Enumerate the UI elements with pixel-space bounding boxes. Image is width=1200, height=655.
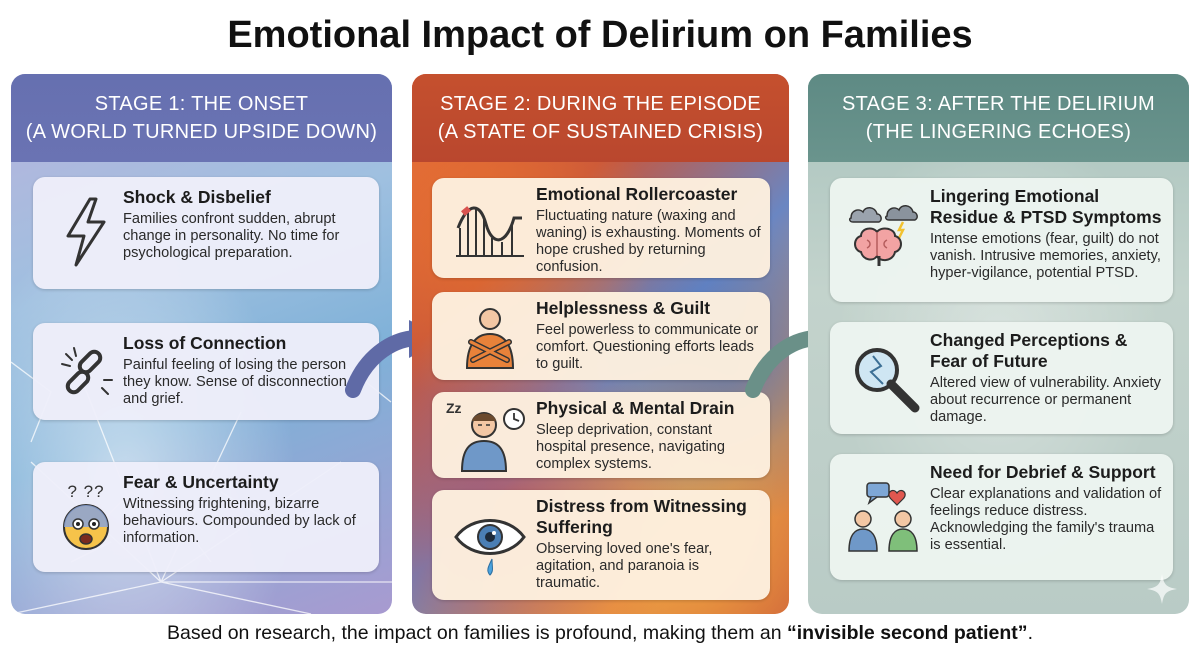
cracked-magnifier-icon	[840, 330, 930, 426]
stage-3-panel: STAGE 3: AFTER THE DELIRIUM (THE LINGERI…	[808, 74, 1189, 614]
two-people-talking-icon	[840, 462, 930, 572]
card-fear-uncertainty: ? ?? Fear & Uncertainty Witnessing frigh…	[33, 462, 379, 572]
stage-1-panel: STAGE 1: THE ONSET (A WORLD TURNED UPSID…	[11, 74, 392, 614]
card-distress-witnessing: Distress from Witnessing Suffering Obser…	[432, 490, 770, 600]
card-body: Altered view of vulnerability. Anxiety a…	[930, 375, 1161, 425]
card-body: Families confront sudden, abrupt change …	[123, 211, 340, 261]
card-body: Witnessing frightening, bizarre behaviou…	[123, 496, 356, 546]
card-emotional-rollercoaster: Emotional Rollercoaster Fluctuating natu…	[432, 178, 770, 278]
sleep-z-icon: Zz	[446, 400, 462, 416]
question-marks: ? ??	[67, 482, 105, 501]
card-title: Lingering Emotional Residue & PTSD Sympt…	[930, 186, 1162, 227]
crossed-arms-person-icon	[444, 298, 536, 378]
card-physical-mental-drain: Zz Physical & Mental Drain Sleep depriva…	[432, 392, 770, 478]
card-debrief-support: Need for Debrief & Support Clear explana…	[830, 454, 1173, 580]
card-body: Fluctuating nature (waxing and waning) i…	[536, 208, 761, 275]
lightning-icon	[49, 187, 123, 277]
scared-face-icon: ? ??	[49, 472, 123, 562]
card-body: Clear explanations and validation of fee…	[930, 486, 1162, 553]
crying-eye-icon	[444, 496, 536, 592]
card-title: Changed Perceptions & Fear of Future	[930, 330, 1128, 371]
broken-chain-icon	[49, 333, 123, 411]
card-loss-of-connection: Loss of Connection Painful feeling of lo…	[33, 323, 379, 420]
stage-3-subtitle: (THE LINGERING ECHOES)	[865, 121, 1132, 143]
card-title: Fear & Uncertainty	[123, 472, 279, 492]
card-title: Emotional Rollercoaster	[536, 184, 738, 204]
footer-suffix: .	[1027, 622, 1033, 644]
page-title: Emotional Impact of Delirium on Families	[227, 14, 973, 56]
card-title: Need for Debrief & Support	[930, 462, 1156, 482]
card-title: Helplessness & Guilt	[536, 298, 711, 318]
footer-note: Based on research, the impact on familie…	[0, 622, 1200, 645]
stage-3-header: STAGE 3: AFTER THE DELIRIUM (THE LINGERI…	[808, 74, 1189, 162]
card-helplessness-guilt: Helplessness & Guilt Feel powerless to c…	[432, 292, 770, 380]
card-body: Sleep deprivation, constant hospital pre…	[536, 422, 726, 472]
brain-storm-icon	[840, 186, 930, 286]
footer-prefix: Based on research, the impact on familie…	[167, 622, 787, 644]
rollercoaster-icon	[444, 184, 536, 272]
stage-2-title: STAGE 2: DURING THE EPISODE	[440, 93, 761, 115]
tired-person-clock-icon: Zz	[444, 398, 536, 478]
card-title: Loss of Connection	[123, 333, 287, 353]
card-body: Feel powerless to communicate or comfort…	[536, 322, 759, 372]
stage-2-panel: STAGE 2: DURING THE EPISODE (A STATE OF …	[412, 74, 789, 614]
card-changed-perceptions: Changed Perceptions & Fear of Future Alt…	[830, 322, 1173, 434]
card-shock-disbelief: Shock & Disbelief Families confront sudd…	[33, 177, 379, 289]
card-body: Intense emotions (fear, guilt) do not va…	[930, 231, 1161, 281]
card-title: Shock & Disbelief	[123, 187, 271, 207]
stage-1-header: STAGE 1: THE ONSET (A WORLD TURNED UPSID…	[11, 74, 392, 162]
footer-emphasis: “invisible second patient”	[787, 622, 1028, 644]
sparkle-icon	[1147, 574, 1177, 604]
card-title: Distress from Witnessing Suffering	[536, 496, 747, 537]
stage-2-header: STAGE 2: DURING THE EPISODE (A STATE OF …	[412, 74, 789, 162]
stage-1-subtitle: (A WORLD TURNED UPSIDE DOWN)	[25, 121, 378, 143]
stage-3-title: STAGE 3: AFTER THE DELIRIUM	[842, 93, 1155, 115]
card-title: Physical & Mental Drain	[536, 398, 735, 418]
card-body: Painful feeling of losing the person the…	[123, 357, 347, 407]
card-body: Observing loved one's fear, agitation, a…	[536, 541, 713, 591]
stage-2-subtitle: (A STATE OF SUSTAINED CRISIS)	[437, 121, 764, 143]
stage-1-title: STAGE 1: THE ONSET	[94, 93, 309, 115]
card-lingering-residue: Lingering Emotional Residue & PTSD Sympt…	[830, 178, 1173, 302]
